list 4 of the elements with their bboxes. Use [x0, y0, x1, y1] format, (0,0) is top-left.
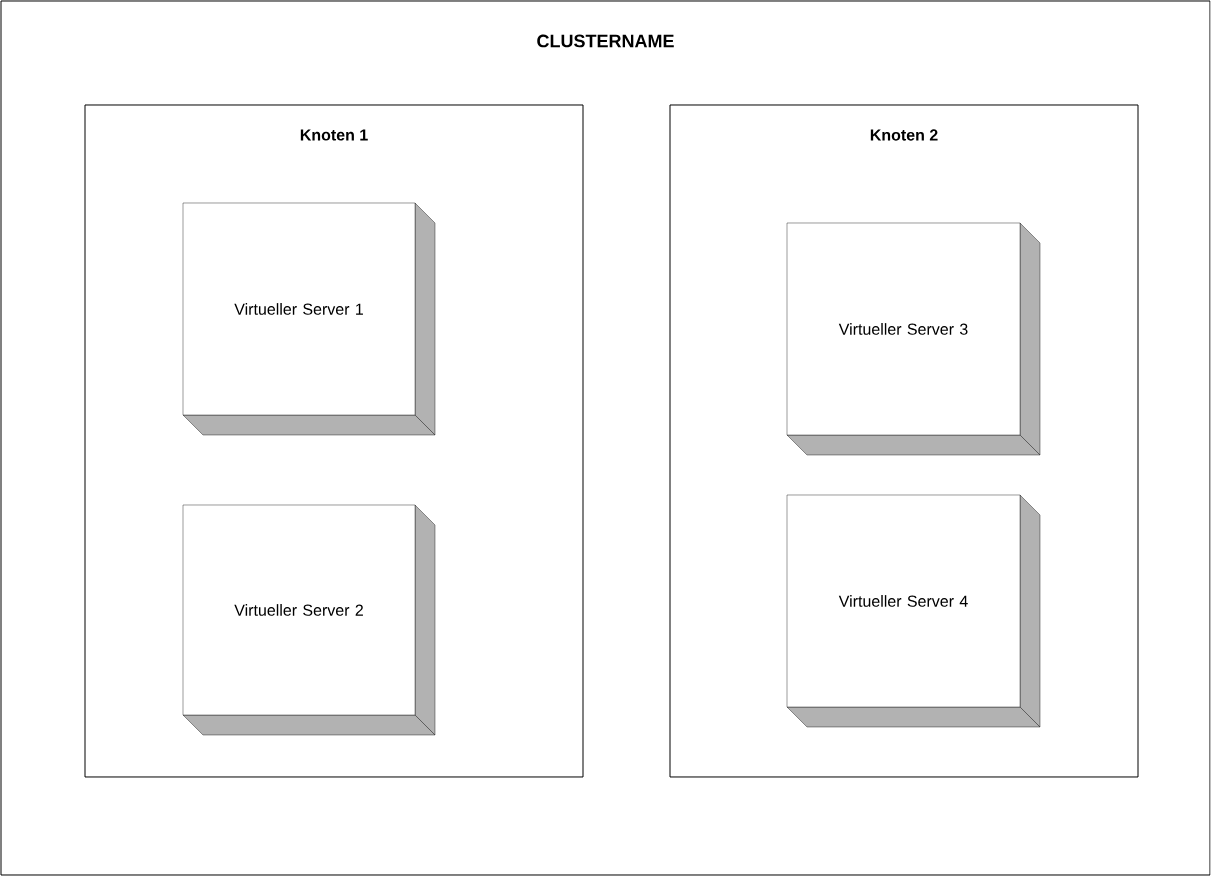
server-block: Virtueller Server 1 — [182, 202, 436, 436]
server-block: Virtueller Server 2 — [182, 504, 436, 736]
server-block: Virtueller Server 4 — [786, 494, 1041, 728]
server-block: Virtueller Server 3 — [786, 222, 1041, 456]
